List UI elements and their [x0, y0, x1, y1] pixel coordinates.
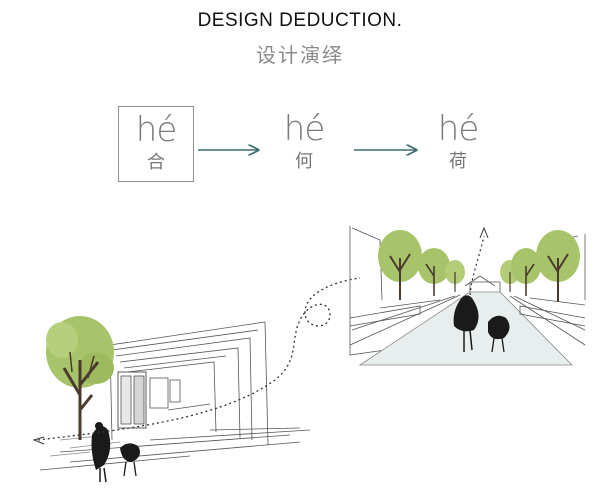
- figure-icon: [453, 295, 479, 352]
- figure-icon: [91, 422, 111, 483]
- entrance-sketch: [39, 321, 311, 471]
- tree-icon: [46, 316, 114, 440]
- pinyin-label: hé: [437, 109, 479, 149]
- word-he-3: hé 荷: [420, 106, 496, 182]
- path-dots: [37, 277, 361, 441]
- path-dots: [469, 235, 485, 301]
- figure-icon: [120, 443, 140, 477]
- word-he-2: hé 何: [266, 106, 342, 182]
- tree-icon: [378, 230, 422, 300]
- page-subtitle: 设计演绎: [256, 45, 344, 67]
- pinyin-label: hé: [135, 110, 177, 150]
- tree-icon: [511, 248, 541, 296]
- tree-icon: [418, 248, 450, 296]
- character-label: 何: [295, 151, 313, 171]
- tree-icon: [536, 230, 580, 302]
- page-title: DESIGN DEDUCTION.: [197, 10, 403, 31]
- word-he-1: hé 合: [118, 106, 194, 182]
- character-label: 荷: [449, 151, 467, 171]
- character-label: 合: [147, 152, 165, 172]
- figure-icon: [488, 315, 510, 353]
- tree-icon: [445, 260, 465, 292]
- pinyin-label: hé: [283, 109, 325, 149]
